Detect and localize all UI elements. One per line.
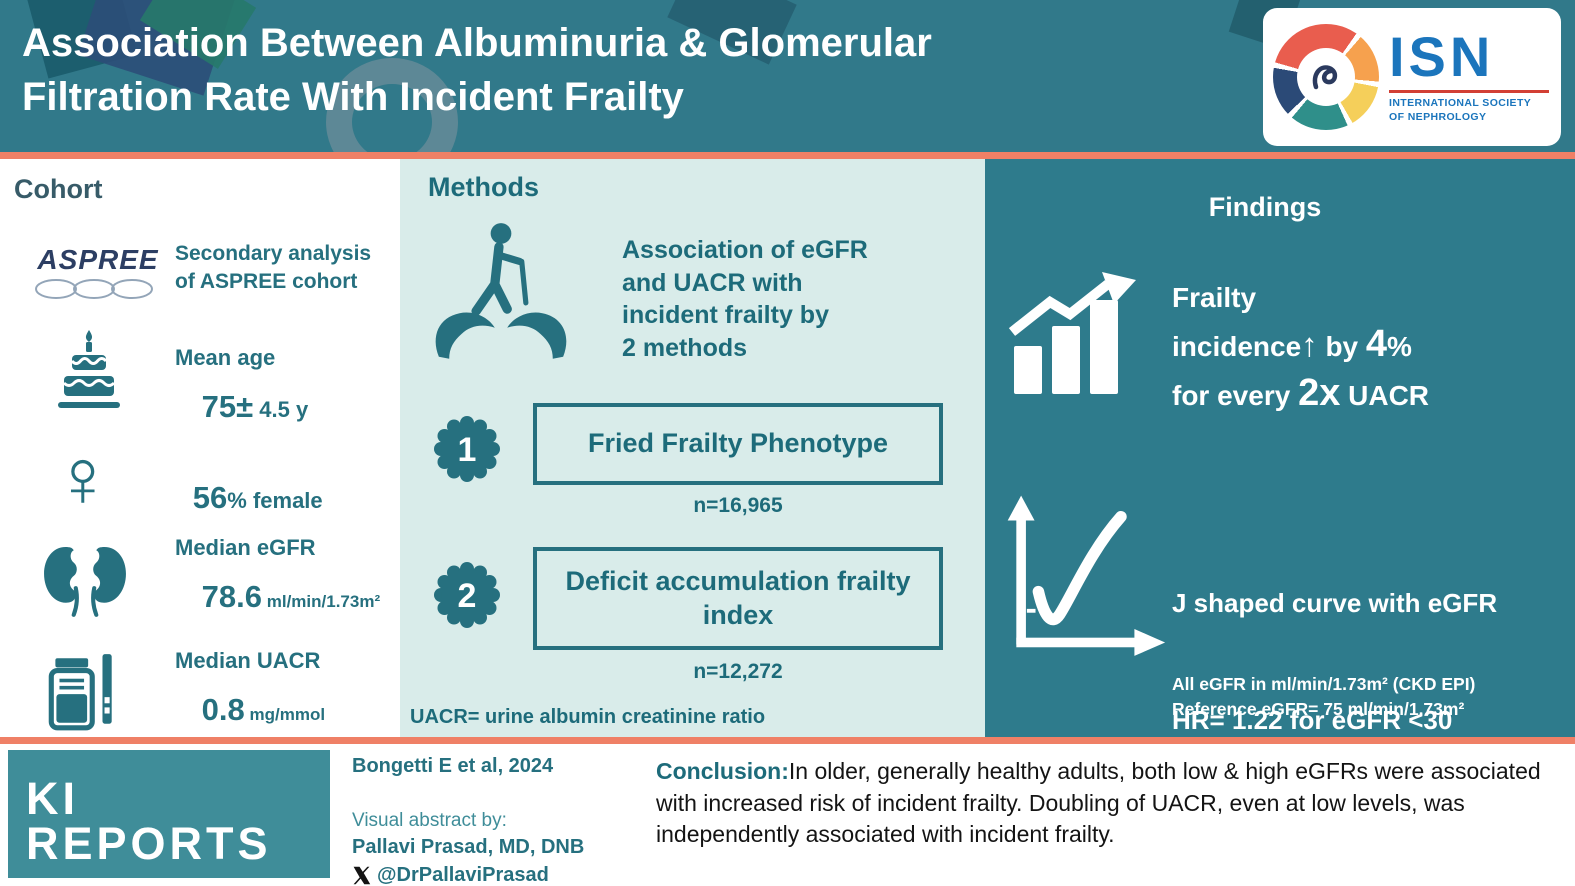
median-uacr-label: Median UACR — [175, 648, 321, 673]
divider-top — [0, 152, 1575, 159]
kidneys-icon — [44, 546, 126, 617]
credit-handle-row: @DrPallaviPrasad — [352, 864, 642, 886]
method-2-n: n=12,272 — [693, 660, 783, 683]
isn-ring-center — [1297, 48, 1355, 106]
findings-footnote-line1: All eGFR in ml/min/1.73m² (CKD EPI) — [1172, 674, 1476, 694]
median-uacr-stat: Median UACR 0.8 mg/mmol — [175, 648, 325, 746]
ki-reports-subtitle: Kidney International Reports — [26, 878, 241, 886]
cohort-description-line2: of ASPREE cohort — [175, 269, 358, 293]
up-arrow-icon: ↑ — [1301, 326, 1318, 363]
findings-footnote-line2: Reference eGFR= 75 ml/min/1.73m² — [1172, 699, 1465, 720]
methods-intro-line: Association of eGFR — [622, 236, 868, 264]
isn-wordmark: ISN INTERNATIONAL SOCIETY OF NEPHROLOGY — [1389, 29, 1549, 124]
method-2-box: Deficit accumulation frailty index — [533, 547, 943, 650]
median-egfr-value-row: 78.6 ml/min/1.73m² — [175, 561, 380, 633]
frailty-line3-post: UACR — [1340, 380, 1430, 411]
method-1-n: n=16,965 — [693, 494, 783, 517]
female-detail: % female — [227, 488, 323, 513]
female-icon: ♀ — [52, 433, 114, 524]
frailty-finding: Frailty incidence↑ by 4% for every 2x UA… — [1172, 274, 1567, 419]
frailty-pct-sign: % — [1387, 331, 1412, 362]
female-stat: 56% female — [175, 462, 323, 534]
methods-footnote: UACR= urine albumin creatinine ratio — [410, 706, 766, 728]
isn-logo-card: ISN INTERNATIONAL SOCIETY OF NEPHROLOGY — [1263, 8, 1561, 146]
credit-name: Pallavi Prasad, MD, DNB — [352, 836, 585, 858]
birthday-cake-icon — [58, 330, 120, 408]
jcurve-line1: J shaped curve with eGFR — [1172, 588, 1498, 618]
mean-age-value: 75± — [201, 389, 254, 424]
cohort-description: Secondary analysis of ASPREE cohort — [175, 240, 395, 295]
cohort-description-line1: Secondary analysis — [175, 242, 372, 265]
median-egfr-stat: Median eGFR 78.6 ml/min/1.73m² — [175, 535, 380, 633]
credit-label: Visual abstract by: — [352, 810, 507, 831]
rising-bar-chart-icon — [1008, 272, 1136, 394]
method-1-badge-icon: 1 — [434, 416, 500, 482]
method-2-badge-number: 2 — [458, 577, 477, 615]
median-egfr-label: Median eGFR — [175, 535, 316, 560]
findings-footnote: All eGFR in ml/min/1.73m² (CKD EPI) Refe… — [1172, 672, 1475, 723]
methods-intro-line: 2 methods — [622, 333, 748, 362]
mean-age-stat: Mean age 75± 4.5 y — [175, 345, 308, 443]
method-1-box: Fried Frailty Phenotype — [533, 403, 943, 485]
jcurve-line3: HR= 1.14 for eGFR ≥95 — [1172, 822, 1459, 852]
isn-squiggle-icon — [1312, 65, 1338, 90]
ki-reports-logo: KI REPORTS Kidney International Reports — [8, 750, 330, 886]
citation: Bongetti E et al, 2024 — [352, 755, 554, 777]
isn-ring-logo-icon — [1273, 24, 1379, 130]
frailty-pct-value: 4 — [1365, 323, 1388, 365]
method-2-title-line2: index — [702, 599, 774, 630]
jcurve-finding: J shaped curve with eGFR HR= 1.22 for eG… — [1172, 506, 1572, 886]
frailty-line2: incidence↑ by 4% — [1172, 321, 1567, 370]
page-title: Association Between Albuminuria & Glomer… — [22, 16, 932, 124]
conclusion-text: In older, generally healthy adults, both… — [656, 758, 1541, 848]
page-title-line1: Association Between Albuminuria & Glomer… — [22, 21, 932, 65]
median-uacr-unit: mg/mmol — [244, 705, 326, 724]
frailty-line2-mid: by — [1317, 331, 1366, 362]
methods-intro-line: and UACR with — [622, 268, 803, 297]
isn-subtitle-line2: OF NEPHROLOGY — [1389, 111, 1487, 123]
method-1-badge-number: 1 — [458, 431, 477, 469]
isn-red-rule — [1389, 90, 1549, 94]
elderly-care-icon — [435, 223, 567, 359]
frailty-line3: for every 2x UACR — [1172, 370, 1567, 419]
page-title-line2: Filtration Rate With Incident Frailty — [22, 75, 684, 119]
mean-age-label: Mean age — [175, 345, 276, 370]
median-egfr-unit: ml/min/1.73m² — [262, 592, 381, 611]
frailty-line1: Frailty — [1172, 282, 1257, 313]
ki-reports-title: KI REPORTS — [26, 773, 272, 869]
aspree-clouds-icon — [35, 279, 153, 299]
conclusion-label: Conclusion: — [656, 758, 789, 784]
aspree-logo-text: ASPREE — [37, 244, 159, 275]
frailty-multiplier: 2x — [1298, 372, 1341, 414]
methods-heading: Methods — [428, 172, 539, 202]
frailty-line3-pre: for every — [1172, 380, 1299, 411]
x-twitter-icon — [353, 866, 371, 885]
method-1-title: Fried Frailty Phenotype — [587, 428, 889, 459]
conclusion: Conclusion:In older, generally healthy a… — [656, 756, 1564, 851]
mean-age-detail: 4.5 y — [253, 397, 309, 422]
credit-handle: @DrPallaviPrasad — [377, 864, 549, 886]
isn-subtitle-line1: INTERNATIONAL SOCIETY — [1389, 97, 1532, 110]
jcurve-line2: HR= 1.22 for eGFR <30 — [1172, 705, 1453, 735]
methods-intro: Association of eGFR and UACR with incide… — [622, 234, 868, 364]
mean-age-value-row: 75± 4.5 y — [175, 371, 309, 443]
divider-bottom — [0, 737, 1575, 744]
method-2-badge-icon: 2 — [434, 562, 500, 628]
female-value: 56 — [192, 480, 228, 515]
cohort-heading: Cohort — [14, 174, 103, 204]
credits-block: Bongetti E et al, 2024 Visual abstract b… — [352, 755, 642, 886]
median-egfr-value: 78.6 — [201, 579, 263, 614]
frailty-line2-text: incidence — [1172, 331, 1302, 362]
aspree-logo: ASPREE — [28, 244, 168, 307]
isn-acronym: ISN — [1389, 25, 1495, 89]
urine-sample-icon — [48, 654, 112, 731]
methods-intro-line: incident frailty by — [622, 301, 829, 329]
method-2-title-line1: Deficit accumulation frailty — [565, 565, 911, 596]
findings-heading: Findings — [1208, 192, 1322, 222]
median-uacr-value: 0.8 — [201, 692, 245, 727]
median-uacr-value-row: 0.8 mg/mmol — [175, 674, 325, 746]
j-curve-axes-icon — [1007, 495, 1166, 656]
